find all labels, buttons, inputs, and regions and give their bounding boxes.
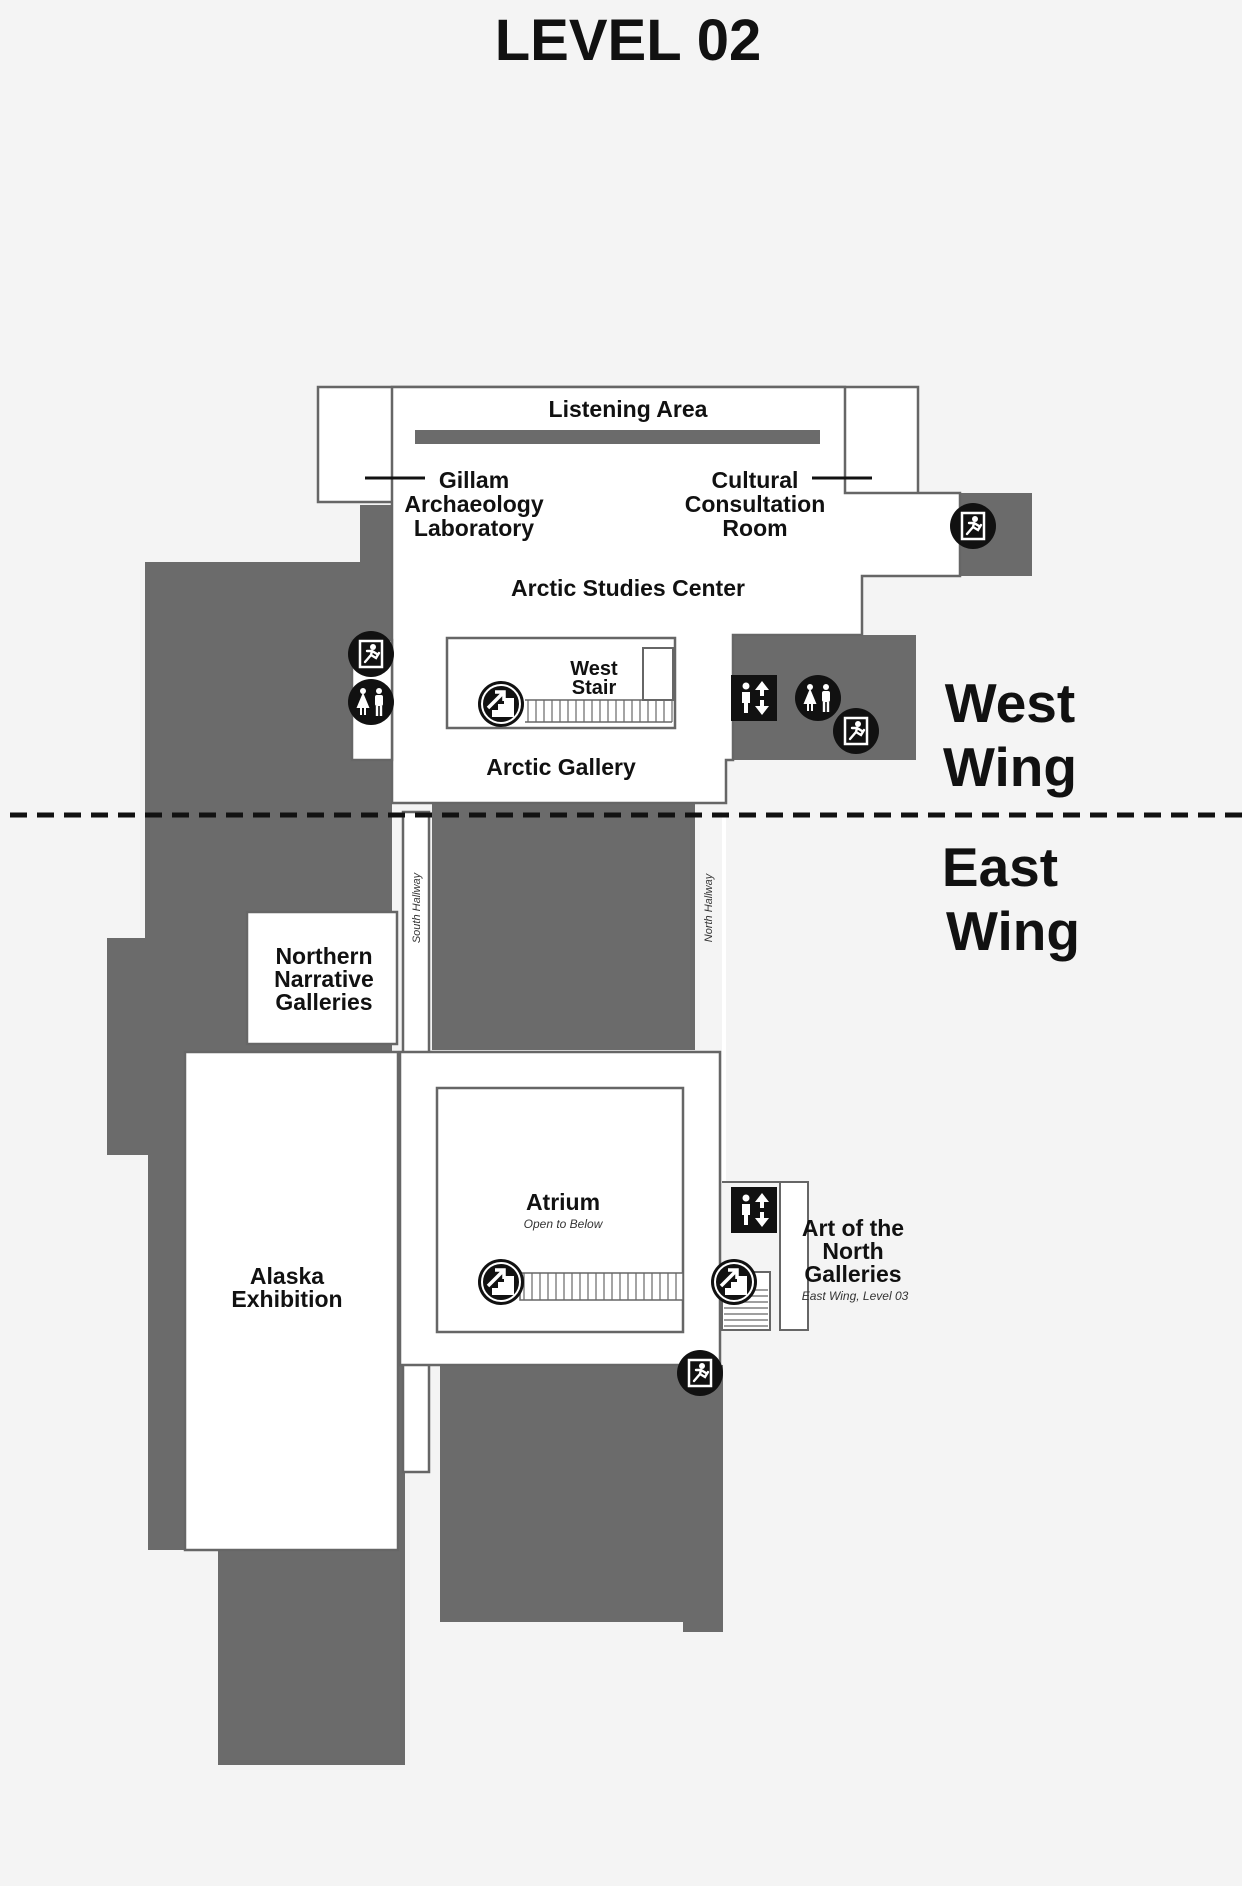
emergency-exit-icon: [346, 629, 396, 679]
listening-bench: [415, 430, 820, 444]
restroom-icon: [346, 677, 396, 727]
atrium-label: Atrium: [526, 1189, 600, 1215]
arctic-gallery-label: Arctic Gallery: [486, 754, 636, 780]
listening-area-label: Listening Area: [549, 396, 708, 422]
atrium-stair: [435, 1086, 685, 1334]
emergency-exit-icon: [831, 706, 881, 756]
stairs-icon: [476, 679, 526, 729]
art-north-label-3: Galleries: [804, 1261, 901, 1287]
alaska-exhibition-label-2: Exhibition: [231, 1286, 342, 1312]
east-wing-label-line1: East: [942, 836, 1058, 898]
northern-narrative-label-1: Northern: [275, 943, 372, 969]
cultural-room-label-1: Cultural: [712, 467, 799, 493]
west-stair-label-2: Stair: [572, 677, 617, 699]
gillam-lab-label-1: Gillam: [439, 467, 509, 493]
art-north-note: East Wing, Level 03: [802, 1289, 909, 1303]
level-title: LEVEL 02: [495, 8, 762, 73]
cultural-room-label-2: Consultation: [685, 491, 826, 517]
gillam-lab-label-3: Laboratory: [414, 515, 534, 541]
arctic-studies-label: Arctic Studies Center: [511, 575, 745, 601]
northern-narrative-label-3: Galleries: [275, 989, 372, 1015]
northern-narrative-label-2: Narrative: [274, 966, 374, 992]
west-stair-label-1: West: [570, 658, 618, 680]
north-hallway-label: North Hallway: [703, 872, 715, 942]
art-north-label-2: North: [822, 1238, 883, 1264]
art-north-label-1: Art of the: [802, 1215, 904, 1241]
stairs-icon: [709, 1257, 759, 1307]
restroom-icon: [793, 673, 843, 723]
south-hallway-label: South Hallway: [411, 871, 423, 943]
elevator-icon: [731, 1187, 777, 1233]
elevator-icon: [731, 675, 777, 721]
emergency-exit-icon: [948, 501, 998, 551]
gillam-lab-label-2: Archaeology: [404, 491, 544, 517]
stairs-icon: [476, 1257, 526, 1307]
cultural-room-label-3: Room: [722, 515, 787, 541]
east-wing-label-line2: Wing: [946, 900, 1080, 962]
emergency-exit-icon: [675, 1348, 725, 1398]
alaska-exhibition-label-1: Alaska: [250, 1263, 324, 1289]
atrium-note: Open to Below: [524, 1217, 604, 1231]
west-wing-label-line2: Wing: [943, 736, 1077, 798]
west-wing-label-line1: West: [945, 672, 1075, 734]
